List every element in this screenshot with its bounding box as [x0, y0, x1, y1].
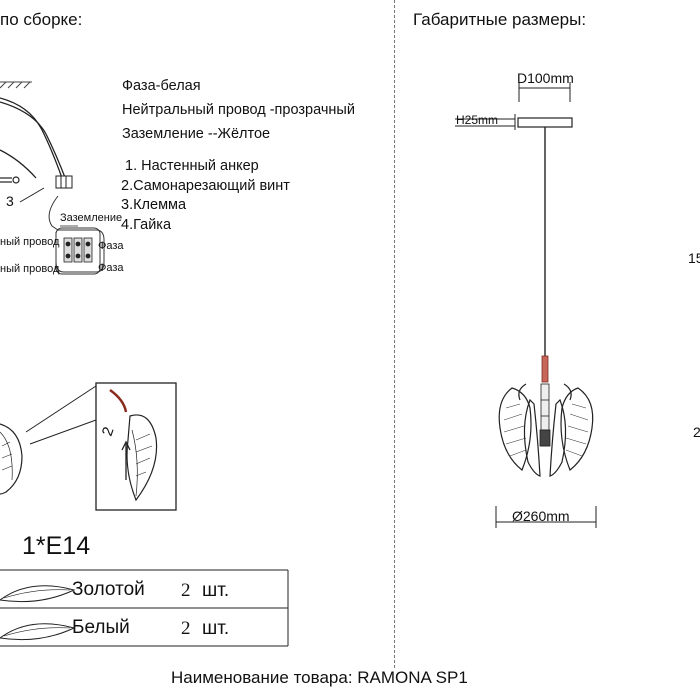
shade-color-white: Белый: [72, 617, 130, 638]
detail-box: [95, 382, 177, 511]
terminal-block-icon: [55, 175, 73, 189]
terminal-label-phase-1: Фаза: [98, 240, 124, 252]
terminal-block-detail-icon: [63, 237, 93, 263]
cord-sleeve: [541, 355, 549, 383]
shade-unit-white: шт.: [202, 618, 230, 639]
shade-leaf-fragment: [0, 423, 23, 495]
canopy-dim-lines: [455, 82, 571, 130]
lamp-shade-front-view: [498, 383, 594, 477]
wires: [0, 97, 67, 181]
edge-dimension-top: 15: [688, 250, 700, 266]
terminal-label-neutral-1: ный провод: [0, 236, 60, 248]
dimensions-title: Габаритные размеры:: [413, 10, 587, 29]
terminal-label-neutral-2: ный провод: [0, 263, 60, 275]
shade-unit-gold: шт.: [202, 580, 230, 601]
callout-number: 3: [6, 193, 14, 209]
part-list-item-4: 4.Гайка: [121, 217, 172, 233]
white-leaf-icon: [0, 623, 76, 641]
wall-anchor-icon: [0, 176, 20, 184]
wire-legend-ground: Заземление --Жёлтое: [122, 126, 271, 142]
edge-dimension-mid: 2: [693, 424, 700, 440]
shade-diameter-label: Ø260mm: [512, 508, 570, 524]
shade-qty-white: 2: [181, 618, 191, 639]
canopy-diameter-label: D100mm: [517, 70, 574, 86]
ceiling-hatch: [0, 81, 32, 89]
panel-divider: [394, 0, 395, 668]
shade-leaf-detail-icon: [109, 388, 158, 502]
lamp-spec: 1*E14: [22, 532, 91, 560]
assembly-title: по сборке:: [0, 10, 83, 29]
ceiling-canopy: [517, 117, 573, 128]
lamp-bulb-holder: [539, 383, 551, 447]
part-list-item-2: 2.Самонарезающий винт: [121, 178, 290, 194]
rotate-arrow-icon: [121, 440, 131, 480]
terminal-detail-bubble: [48, 195, 105, 273]
shades-table-lines: [0, 569, 289, 647]
shade-color-gold: Золотой: [72, 579, 145, 600]
terminal-label-phase-2: Фаза: [98, 262, 124, 274]
part-list-item-1: 1. Настенный анкер: [125, 158, 259, 174]
shade-qty-gold: 2: [181, 580, 191, 601]
part-list-item-3: 3.Клемма: [121, 197, 187, 213]
product-name: Наименование товара: RAMONA SP1: [171, 668, 468, 687]
terminal-label-ground: Заземление: [60, 212, 123, 224]
diameter-dim-lines: [495, 506, 597, 528]
wire-legend-neutral: Нейтральный провод -прозрачный: [122, 102, 355, 118]
wire-legend-phase: Фаза-белая: [122, 78, 201, 94]
canopy-height-label: H25mm: [456, 113, 499, 127]
gold-leaf-icon: [0, 585, 76, 603]
